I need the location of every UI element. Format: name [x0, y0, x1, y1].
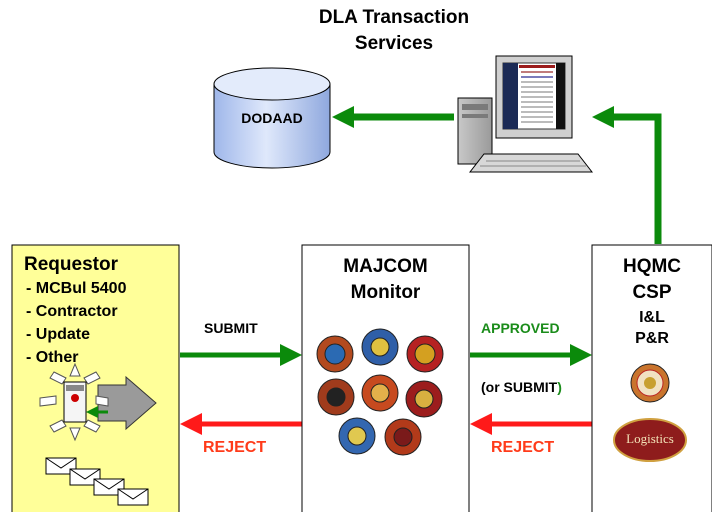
logistics-logo-text: Logistics	[626, 431, 674, 446]
majcom-seals-icon	[316, 328, 444, 456]
requestor-item: - Contractor	[26, 303, 118, 320]
majcom-title-line-1: MAJCOM	[343, 256, 428, 277]
envelopes-icon	[45, 457, 149, 506]
hqmc-title-line-1: HQMC	[622, 256, 682, 277]
dodaad-database-icon	[213, 67, 331, 169]
reject-arrowhead-left	[180, 413, 202, 435]
or-submit-close: )	[557, 379, 562, 395]
computer-terminal-icon	[457, 55, 594, 173]
dodaad-label: DODAAD	[241, 110, 303, 126]
or-submit-label: (or SUBMIT)	[481, 379, 562, 395]
usmc-seal-icon	[630, 363, 670, 403]
title-line-2: Services	[354, 33, 434, 54]
reject-arrowhead-right	[470, 413, 492, 435]
or-submit-open: (or SUBMIT	[481, 379, 558, 395]
majcom-title-line-2: Monitor	[350, 282, 421, 303]
hqmc-title-line-2: CSP	[632, 282, 672, 303]
submit-arrowhead	[280, 344, 302, 366]
requestor-process-icon	[39, 362, 157, 442]
reject-label-right: REJECT	[491, 439, 555, 456]
hqmc-to-computer-arrow	[612, 113, 662, 244]
reject-label-left: REJECT	[203, 439, 267, 456]
title-line-1: DLA Transaction	[318, 7, 470, 28]
hqmc-to-computer-arrowhead	[592, 106, 614, 128]
computer-to-database-arrowhead	[332, 106, 354, 128]
approved-arrowhead	[570, 344, 592, 366]
submit-label: SUBMIT	[204, 320, 258, 336]
hqmc-title-line-4: P&R	[635, 330, 669, 347]
logistics-badge-icon	[613, 418, 687, 462]
requestor-item: - Other	[26, 349, 79, 366]
requestor-item: - MCBul 5400	[26, 280, 127, 297]
requestor-item: - Update	[26, 326, 90, 343]
requestor-title: Requestor	[24, 254, 118, 275]
approved-label: APPROVED	[481, 320, 560, 336]
hqmc-title-line-3: I&L	[639, 309, 665, 326]
